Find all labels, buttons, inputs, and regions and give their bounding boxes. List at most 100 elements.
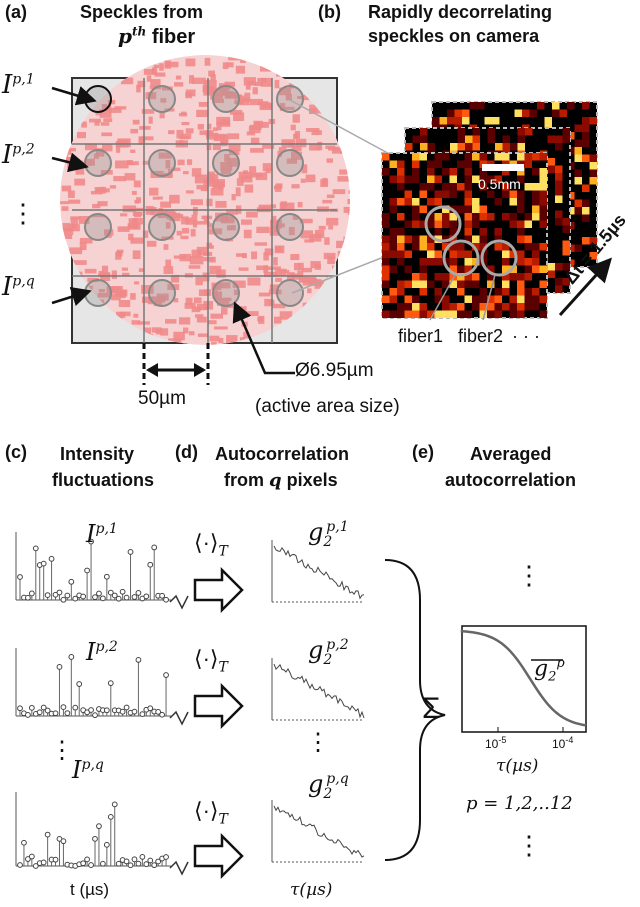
speckle-blob [290,124,296,131]
camera-pixel [442,243,450,251]
camera-pixel [479,228,487,236]
speckle-blob [226,133,240,140]
op2-sub: T [218,659,228,676]
camera-pixel [419,265,427,273]
g3-sub: 2 [323,785,333,802]
camera-pixel [574,199,582,207]
trace-marker [159,592,166,599]
trace-marker [32,545,39,552]
camera-pixel [517,220,525,228]
camera-pixel [547,158,555,166]
speckle-blob [251,251,258,260]
camera-pixel [389,250,397,258]
camera-pixel [502,183,510,191]
speckle-blob [231,224,236,231]
title-fiber: fiber [146,26,196,48]
speckle-blob [212,181,222,189]
speckle-blob [203,79,217,89]
g1-sub: 2 [323,533,333,550]
speckle-blob [274,79,280,89]
speckle-blob [286,158,298,164]
ac-curve [273,805,365,858]
speckle-blob [177,159,185,166]
speckle-blob [245,311,259,316]
speckle-blob [291,275,303,280]
speckle-blob [173,331,185,341]
camera-pixel [449,168,457,176]
camera-pixel [472,273,480,281]
speckle-blob [197,333,209,337]
speckle-blob [297,270,304,276]
speckle-blob [106,286,120,294]
speckle-blob [345,93,350,101]
camera-pixel [502,143,510,151]
speckle-blob [328,225,334,230]
speckle-blob [285,93,292,101]
camera-pixel [447,117,455,125]
speckle-blob [222,62,229,69]
camera-pixel [420,128,428,136]
camera-pixel [472,295,480,303]
speckle-blob [231,193,236,201]
trace-marker [135,860,142,867]
panel-d-title-line2: from q pixels [224,470,338,491]
speckle-blob [298,262,304,271]
g2-base: g [308,636,324,664]
speckle-blob [301,267,313,273]
camera-pixel [524,243,532,251]
speckle-blob [160,98,167,103]
speckle-blob [256,226,270,233]
speckle-blob [209,265,222,275]
camera-pixel [539,295,547,303]
panel-b-label: (b) [318,2,341,22]
speckle-blob [241,219,252,225]
pixel-circle [276,149,304,177]
speckle-blob [60,149,72,155]
camera-pixel [532,258,540,266]
camera-pixel [457,128,465,136]
camera-pixel [389,228,397,236]
speckle-blob [192,219,198,228]
trace-marker [147,857,154,864]
trace-marker [135,656,142,663]
camera-pixel [472,128,480,136]
speckle-blob [163,266,174,275]
speckle-blob [167,338,182,343]
trace-marker [147,705,154,712]
speckle-blob [271,59,277,65]
trace2-sup: p,2 [95,639,118,655]
trace-marker [68,654,75,660]
speckle-blob [358,64,370,70]
trace-marker [24,594,31,601]
camera-pixel [412,168,420,176]
camera-pixel [502,243,510,251]
camera-pixel [589,154,597,162]
trace-marker [24,712,31,718]
speckle-blob [61,206,69,211]
speckle-blob [141,284,154,294]
camera-pixel [457,143,465,151]
speckle-blob [194,314,204,318]
speckle-blob [243,331,250,339]
speckle-blob [120,77,134,85]
speckle-blob [179,253,191,262]
camera-pixel [382,273,390,281]
speckle-blob [290,151,303,160]
speckle-blob [348,86,350,95]
trace-marker [92,835,98,842]
speckle-blob [174,82,184,87]
pixel-circle [84,149,112,177]
trace-marker [151,544,158,551]
camera-pixel [397,175,405,183]
speckle-blob [307,350,311,359]
speckle-blob [254,81,264,87]
trace-marker [24,856,31,862]
speckle-blob [344,146,350,154]
speckle-blob [141,109,155,114]
camera-pixel [524,265,532,273]
speckle-blob [117,226,130,232]
camera-pixel [427,168,435,176]
speckle-blob [343,325,350,334]
camera-pixel [432,117,440,125]
camera-pixel [472,303,480,311]
